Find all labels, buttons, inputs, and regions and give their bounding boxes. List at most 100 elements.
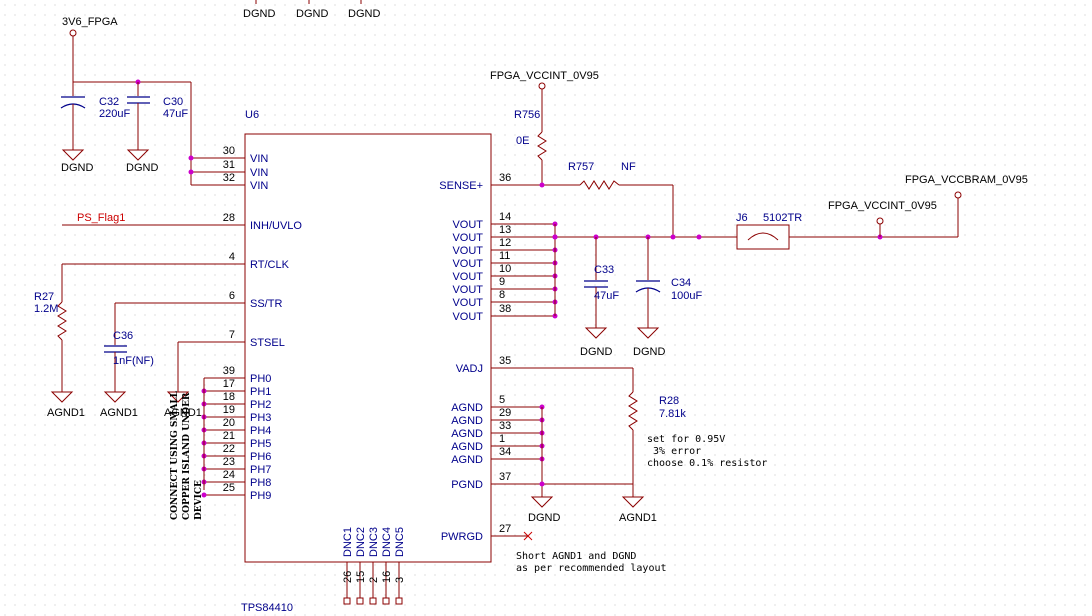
net-vccint-top: FPGA_VCCINT_0V95 [490,70,599,82]
pin-name: DNC2 [355,527,367,557]
pin-name: INH/UVLO [250,220,302,232]
note-agnd-line2: as per recommended layout [516,563,667,574]
dgnd-label: DGND [633,346,665,358]
net-ps-flag: PS_Flag1 [77,212,125,224]
capacitor-c36[interactable]: C36 1nF(NF) AGND1 [100,302,245,419]
net-port-3v6[interactable] [69,29,77,37]
resistor-r28[interactable]: R28 7.81k AGND1 [491,367,686,524]
pin-name: DNC4 [381,527,393,557]
pwrgd-noconnect: Short AGND1 and DGND as per recommended … [491,531,667,574]
resistor-r757[interactable]: R757 NF [568,161,636,190]
net-vccbram: FPGA_VCCBRAM_0V95 [905,174,1028,186]
pin-number: 32 [223,172,235,184]
pin-name: VOUT [452,258,483,270]
pin-name: VIN [250,167,268,179]
pin-dnc5[interactable]: DNC5 3 [394,527,406,605]
pin-name: AGND [451,428,483,440]
net-port-vccbram[interactable] [954,191,962,199]
capacitor-c33[interactable]: C33 47uF DGND [580,237,619,358]
pin-number: 17 [223,378,235,390]
resistor-r756[interactable]: R756 0E [514,89,547,185]
capacitor-c34[interactable]: C34 100uF DGND [633,237,702,358]
net-port-vccint-top[interactable] [538,82,546,90]
pin-number: 3 [394,577,406,583]
ph-note-line1: CONNECT USING SMALL [170,390,180,520]
capacitor-c32[interactable]: C32 220uF DGND [60,82,130,174]
net-port-vccint-right[interactable] [876,217,884,225]
pin-number: 30 [223,145,235,157]
note-r28-line2: 3% error [647,446,701,457]
net-vccint-right: FPGA_VCCINT_0V95 [828,200,937,212]
top-dgnd-labels: DGND DGND DGND [243,0,380,20]
agnd-label: AGND1 [619,512,657,524]
pin-number: 24 [223,469,235,481]
pin-number: 14 [499,211,511,223]
pin-name: VOUT [452,232,483,244]
pin-number: 15 [355,571,367,583]
agnd-label: AGND1 [164,407,202,419]
pin-name: PH2 [250,399,271,411]
pin-number: 31 [223,159,235,171]
ph-note-line2: COPPER ISLAND UNDER [182,392,192,520]
pin-name: PH1 [250,386,271,398]
pin-number: 6 [229,290,235,302]
pin-number: 37 [499,471,511,483]
pin-name: DNC5 [394,527,406,557]
pin-name: AGND [451,454,483,466]
dgnd-label: DGND [528,512,560,524]
c34-ref: C34 [671,277,691,289]
r27-value: 1.2M [34,303,58,315]
pin-number: 29 [499,407,511,419]
capacitor-c30[interactable]: C30 47uF DGND [126,82,188,174]
r756-value: 0E [516,135,529,147]
resistor-r27[interactable]: R27 1.2M AGND1 [34,263,245,419]
c34-value: 100uF [671,290,702,302]
pin-dnc2[interactable]: DNC2 15 [355,527,367,605]
pin-name: AGND [451,402,483,414]
pin-name: PH7 [250,464,271,476]
ic-body[interactable] [244,133,492,563]
pin-name: AGND [451,441,483,453]
pin-number: 11 [499,250,510,262]
pin-number: 13 [499,224,511,236]
j6-value: 5102TR [763,212,802,224]
jumper-j6[interactable]: J6 5102TR [736,212,802,250]
ic-u6[interactable]: U6 TPS84410 30VIN31VIN32VIN28INH/UVLO4RT… [201,109,558,614]
pin-number: 10 [499,263,511,275]
ps-flag-net: PS_Flag1 [62,212,245,226]
pin-name: PH8 [250,477,271,489]
